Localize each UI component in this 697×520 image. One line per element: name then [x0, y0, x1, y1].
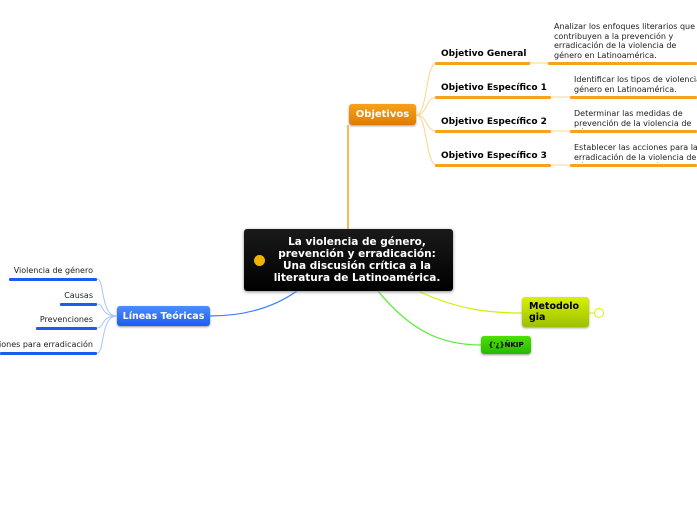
objetivo-especifico-1-desc[interactable]: Identificar los tipos de violencia de gé… [574, 75, 697, 94]
objetivo-general-desc[interactable]: Analizar los enfoques literarios que con… [554, 22, 696, 60]
objetivo-especifico-2-desc[interactable]: Determinar las medidas de prevención de … [574, 109, 692, 129]
central-topic-title: La violencia de género, prevención y err… [273, 236, 441, 284]
linea-violencia-de-genero[interactable]: Violencia de género [13, 266, 93, 275]
emoji-icon [254, 254, 265, 266]
objetivo-especifico-3[interactable]: Objetivo Específico 3 [441, 151, 547, 161]
collapse-toggle-icon[interactable] [594, 308, 604, 318]
objetivo-especifico-1[interactable]: Objetivo Específico 1 [441, 83, 547, 93]
linea-acciones-erradicacion[interactable]: Acciones para erradicación [0, 340, 93, 349]
linea-prevenciones[interactable]: Prevenciones [39, 315, 93, 324]
objetivo-especifico-3-desc[interactable]: Establecer las acciones para la erradica… [574, 143, 697, 163]
kip-node[interactable]: {'¿}ÑKIP [481, 336, 531, 354]
objetivo-especifico-2[interactable]: Objetivo Específico 2 [441, 117, 547, 127]
objetivos-node[interactable]: Objetivos [349, 104, 416, 125]
linea-causas[interactable]: Causas [64, 291, 93, 300]
metodologia-node[interactable]: Metodolo gia [522, 297, 589, 327]
central-topic[interactable]: La violencia de género, prevención y err… [244, 229, 453, 291]
lineas-teoricas-node[interactable]: Líneas Teóricas [117, 306, 210, 326]
objetivo-general[interactable]: Objetivo General [441, 49, 527, 59]
